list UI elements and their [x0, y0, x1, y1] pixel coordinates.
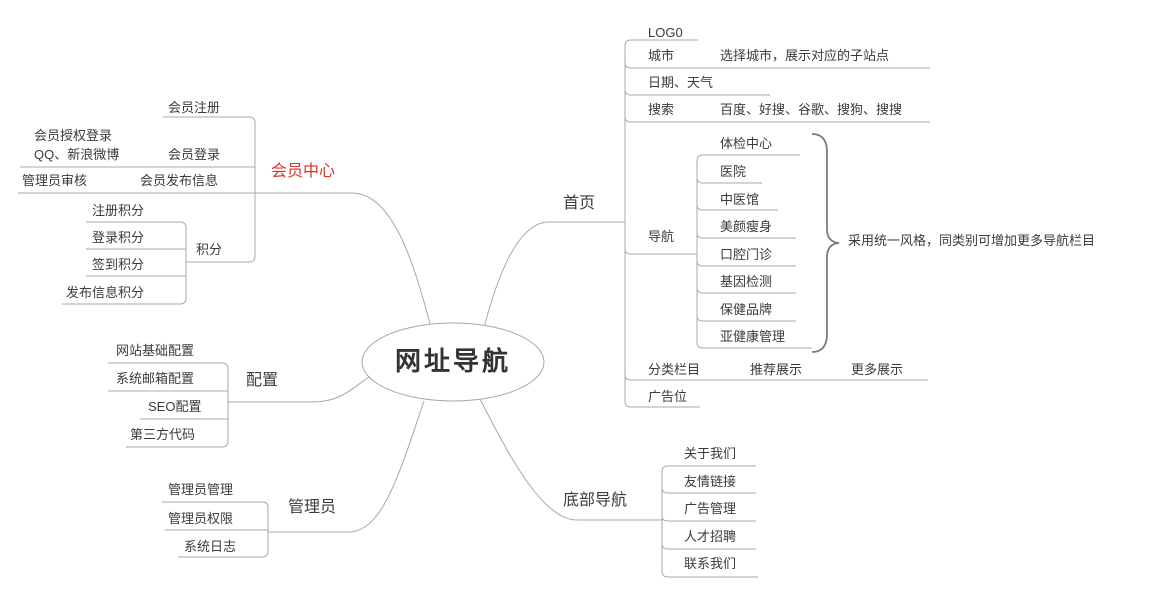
topic-bottom-nav[interactable]: 底部导航 — [563, 492, 628, 509]
topic-nav[interactable]: 导航 — [648, 229, 675, 244]
topic-config-thirdparty[interactable]: 第三方代码 — [130, 427, 196, 442]
connector-nav-underline — [624, 248, 697, 255]
topic-nav-item-3[interactable]: 中医馆 — [720, 192, 760, 207]
topic-config[interactable]: 配置 — [246, 372, 279, 389]
connector-bottom-spine — [661, 465, 758, 578]
topic-config-mail[interactable]: 系统邮箱配置 — [116, 371, 195, 386]
topic-nav-item-6[interactable]: 基因检测 — [720, 274, 773, 289]
topic-search[interactable]: 搜索 — [648, 102, 675, 117]
topic-admin[interactable]: 管理员 — [288, 499, 337, 516]
connector-search-row — [624, 116, 930, 123]
connector-city-row — [624, 62, 930, 69]
connector-category-row — [624, 374, 928, 381]
brace-annotation[interactable]: 采用统一风格，同类别可增加更多导航栏目 — [848, 233, 1096, 248]
connector-member-spine — [163, 116, 256, 263]
topic-config-seo[interactable]: SEO配置 — [148, 399, 202, 414]
topic-nav-item-7[interactable]: 保健品牌 — [720, 302, 773, 317]
topic-category-recommend[interactable]: 推荐展示 — [750, 362, 803, 377]
connector-home-spine — [624, 39, 700, 408]
topic-member-register[interactable]: 会员注册 — [168, 100, 221, 115]
topic-auth-login[interactable]: 会员授权登录 QQ、新浪微博 — [34, 128, 120, 162]
topic-admin-review[interactable]: 管理员审核 — [22, 173, 88, 188]
topic-nav-item-4[interactable]: 美颜瘦身 — [720, 219, 773, 234]
topic-admin-permission[interactable]: 管理员权限 — [168, 511, 234, 526]
topic-city[interactable]: 城市 — [648, 48, 675, 63]
connector-config-curve — [228, 376, 370, 403]
connector-bottom-row-2 — [661, 515, 756, 522]
topic-city-note[interactable]: 选择城市，展示对应的子站点 — [720, 48, 890, 63]
connector-nav-row-3 — [696, 232, 796, 239]
connector-nav-row-4 — [696, 260, 796, 267]
topic-about-us[interactable]: 关于我们 — [684, 446, 737, 461]
topic-system-log[interactable]: 系统日志 — [184, 539, 237, 554]
connector-home-curve — [483, 221, 625, 329]
topic-date-weather[interactable]: 日期、天气 — [648, 75, 714, 90]
connector-nav-row-1 — [696, 177, 762, 184]
connector-bottom-row-3 — [661, 543, 756, 550]
topic-logo[interactable]: LOG0 — [648, 25, 683, 40]
connector-date-row — [624, 89, 770, 96]
topic-ad-management[interactable]: 广告管理 — [684, 501, 737, 516]
topic-member-center[interactable]: 会员中心 — [271, 163, 336, 180]
connector-bottom-row-1 — [661, 487, 756, 494]
connector-bottomnav-curve — [479, 398, 662, 521]
topic-points[interactable]: 积分 — [196, 242, 223, 257]
topic-admin-manage[interactable]: 管理员管理 — [168, 482, 234, 497]
topic-points-publish[interactable]: 发布信息积分 — [66, 285, 145, 300]
connector-nav-spine — [696, 154, 812, 349]
brace-icon — [811, 133, 840, 353]
topic-category[interactable]: 分类栏目 — [648, 362, 701, 377]
topic-ad-slot[interactable]: 广告位 — [648, 389, 688, 404]
connector-member-curve — [255, 192, 431, 325]
topic-nav-item-5[interactable]: 口腔门诊 — [720, 247, 773, 262]
topic-config-site[interactable]: 网站基础配置 — [116, 343, 195, 358]
topic-home[interactable]: 首页 — [563, 195, 596, 212]
connector-points-spine — [62, 221, 187, 305]
connector-nav-row-2 — [696, 204, 778, 211]
topic-friend-links[interactable]: 友情链接 — [684, 474, 737, 489]
topic-member-publish[interactable]: 会员发布信息 — [140, 173, 219, 188]
topic-points-login[interactable]: 登录积分 — [92, 230, 145, 245]
topic-points-checkin[interactable]: 签到积分 — [92, 257, 145, 272]
topic-member-login[interactable]: 会员登录 — [168, 147, 221, 162]
connector-admin-curve — [268, 400, 425, 533]
topic-contact-us[interactable]: 联系我们 — [684, 556, 737, 571]
connector-config-spine — [108, 362, 229, 448]
topic-search-note[interactable]: 百度、好搜、谷歌、搜狗、搜搜 — [720, 102, 903, 117]
topic-nav-item-2[interactable]: 医院 — [720, 164, 747, 179]
topic-nav-item-8[interactable]: 亚健康管理 — [720, 329, 786, 344]
topic-category-more[interactable]: 更多展示 — [851, 362, 904, 377]
topic-recruitment[interactable]: 人才招聘 — [684, 529, 737, 544]
connector-nav-row-5 — [696, 287, 796, 294]
topic-points-register[interactable]: 注册积分 — [92, 203, 145, 218]
topic-nav-item-1[interactable]: 体检中心 — [720, 136, 773, 151]
root-topic[interactable]: 网址导航 — [394, 346, 511, 377]
root-ellipse — [361, 322, 545, 402]
connector-nav-row-6 — [696, 315, 796, 322]
